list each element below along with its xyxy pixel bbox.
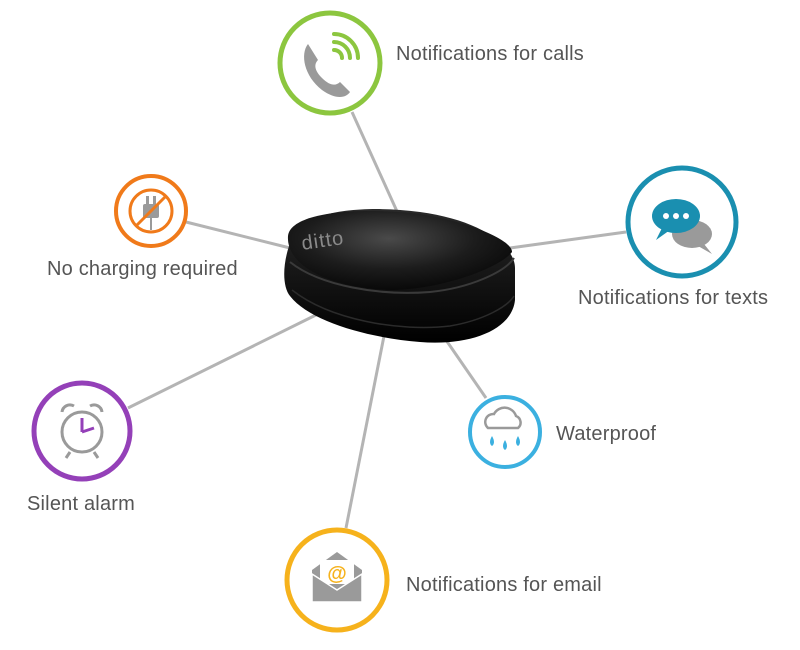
feature-alarm	[31, 380, 133, 482]
no-plug-icon	[128, 188, 174, 234]
connector-texts	[509, 230, 627, 250]
svg-text:@: @	[327, 563, 347, 585]
chat-bubbles-icon	[652, 199, 712, 254]
connector-waterproof	[444, 339, 488, 399]
connector-charging	[185, 220, 291, 250]
envelope-at-icon: @	[311, 552, 363, 603]
rain-cloud-icon	[484, 406, 522, 450]
phone-icon	[304, 32, 360, 97]
label-texts: Notifications for texts	[578, 287, 769, 309]
alarm-clock-icon	[60, 403, 104, 459]
feature-calls	[277, 10, 383, 116]
feature-waterproof	[468, 395, 542, 469]
label-email: Notifications for email	[406, 574, 602, 596]
connector-lines	[127, 111, 627, 529]
device-lid	[287, 210, 512, 290]
feature-texts	[625, 165, 739, 279]
device-seam	[291, 289, 515, 329]
calls-icon-circle	[277, 10, 383, 116]
label-calls: Notifications for calls	[396, 43, 584, 65]
feature-email: @	[284, 527, 390, 633]
ditto-device: ditto	[284, 209, 515, 343]
feature-charging	[114, 174, 188, 248]
label-waterproof: Waterproof	[556, 423, 657, 445]
connector-calls	[350, 111, 402, 219]
connector-email	[344, 335, 386, 529]
device-lid-edge	[289, 257, 515, 294]
label-alarm: Silent alarm	[27, 493, 135, 515]
label-charging: No charging required	[47, 258, 238, 280]
connector-alarm	[127, 308, 327, 410]
